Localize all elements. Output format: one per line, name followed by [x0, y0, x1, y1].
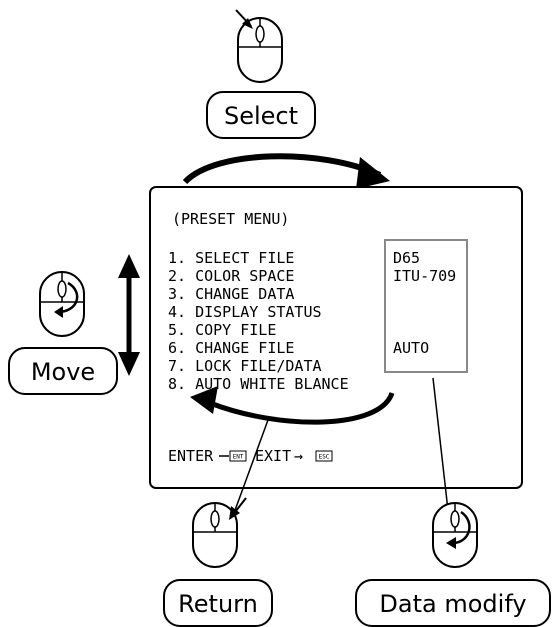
menu-item-change-data[interactable]: 3. CHANGE DATA — [168, 285, 294, 303]
exit-key-label: ESC — [319, 454, 330, 461]
preset-menu-screen: (PRESET MENU) 1. SELECT FILE 2. COLOR SP… — [149, 186, 523, 489]
select-forward-arrow — [182, 153, 382, 185]
menu-item-change-file[interactable]: 6. CHANGE FILE — [168, 339, 294, 357]
exit-key-icon[interactable]: ESC — [315, 450, 333, 462]
menu-item-color-space[interactable]: 2. COLOR SPACE — [168, 267, 294, 285]
select-button[interactable]: Select — [206, 91, 316, 139]
exit-label: EXIT — [255, 447, 291, 465]
move-vertical-arrow — [118, 254, 140, 376]
data-modify-connector-line — [432, 377, 451, 529]
menu-item-auto-white-blance[interactable]: 8. AUTO WHITE BLANCE — [168, 375, 349, 393]
move-label: Move — [31, 358, 95, 386]
enter-label: ENTER — [168, 447, 214, 465]
data-modify-button[interactable]: Data modify — [355, 579, 551, 627]
mouse-return-icon — [192, 497, 247, 568]
menu-title: (PRESET MENU) — [172, 210, 289, 228]
select-forward-arrowhead — [356, 157, 390, 189]
menu-item-select-file[interactable]: 1. SELECT FILE — [168, 249, 294, 267]
move-button[interactable]: Move — [8, 347, 118, 395]
mouse-move-icon — [39, 271, 85, 337]
return-label: Return — [178, 590, 258, 618]
value-select-file[interactable]: D65 — [393, 249, 420, 267]
enter-key-label: ENT — [233, 454, 244, 461]
menu-item-display-status[interactable]: 4. DISPLAY STATUS — [168, 303, 322, 321]
value-panel: D65 ITU-709 AUTO — [384, 239, 468, 373]
return-back-arrow — [209, 391, 395, 425]
enter-key-icon[interactable]: ENT — [229, 450, 247, 462]
mouse-select-icon — [235, 9, 283, 83]
return-back-arrowhead — [190, 386, 218, 414]
return-button[interactable]: Return — [163, 579, 273, 627]
data-modify-label: Data modify — [379, 590, 526, 618]
select-label: Select — [224, 102, 298, 130]
mouse-data-modify-icon — [432, 502, 478, 568]
menu-item-copy-file[interactable]: 5. COPY FILE — [168, 321, 276, 339]
value-color-space[interactable]: ITU-709 — [393, 267, 456, 285]
menu-footer: ENTER ENT EXIT → ESC — [168, 447, 333, 465]
menu-item-lock-file-data[interactable]: 7. LOCK FILE/DATA — [168, 357, 322, 375]
return-connector-line — [229, 419, 269, 525]
value-change-file[interactable]: AUTO — [393, 339, 429, 357]
exit-arrow-glyph: → — [294, 447, 303, 465]
